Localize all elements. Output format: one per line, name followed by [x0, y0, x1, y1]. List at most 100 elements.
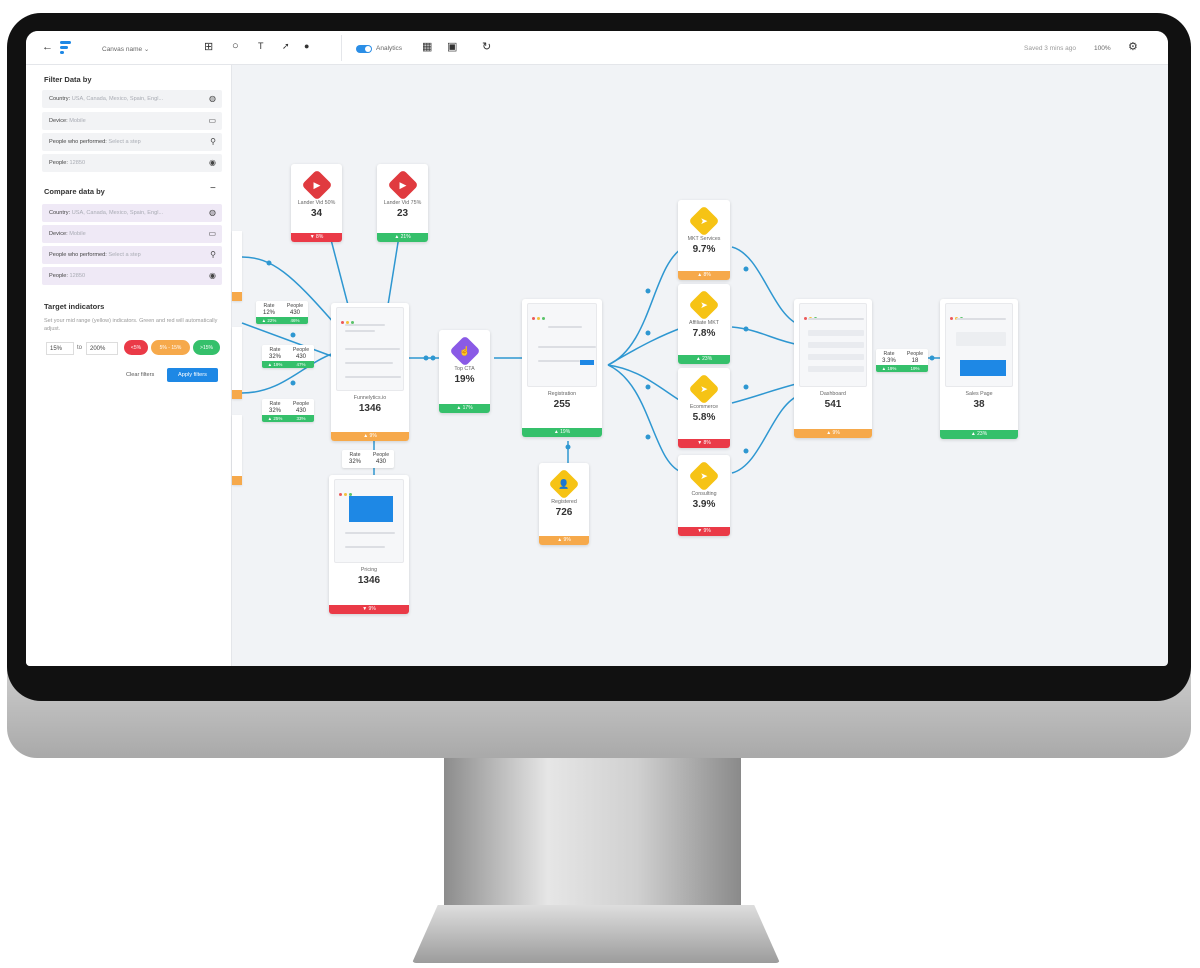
pointer-tool-icon[interactable]: ➚ [282, 41, 290, 51]
compare-device-row[interactable]: Device: Mobile▭ [42, 225, 222, 243]
node-badge: ▼ 8% [291, 233, 342, 242]
apply-filters-button[interactable]: Apply filters [167, 368, 218, 382]
grid-icon[interactable]: ▦ [422, 41, 433, 53]
edge-dot [266, 260, 272, 266]
clear-filters-button[interactable]: Clear filters [126, 372, 155, 378]
node-label: Lander Vid 50% [297, 200, 336, 206]
node-pricing-page[interactable]: Pricing 1346 ▼ 9% [329, 475, 409, 614]
compare-performed-row[interactable]: People who performed: Select a step⚲ [42, 246, 222, 264]
filter-people-row[interactable]: People: 12850◉ [42, 154, 222, 172]
filter-value: USA, Canada, Mexico, Spain, Engl... [71, 96, 164, 102]
compare-people-row[interactable]: People: 12850◉ [42, 267, 222, 285]
node-affiliate-mkt[interactable]: ➤ Affiliate MKT 7.8% ▲ 23% [678, 284, 730, 364]
video-step-icon: ▶ [386, 169, 419, 201]
node-badge: ▲ 17% [439, 404, 490, 413]
filter-country-row[interactable]: Country: USA, Canada, Mexico, Spain, Eng… [42, 90, 222, 108]
edge-dot [430, 355, 436, 361]
edge-dot [645, 330, 651, 336]
edge [731, 326, 801, 346]
refresh-icon[interactable]: ↻ [482, 41, 492, 53]
calendar-icon[interactable]: ▣ [447, 41, 458, 53]
compare-label: Country: [49, 210, 71, 216]
rate-value: 32% [268, 353, 281, 360]
node-sales-page[interactable]: Sales Page 38 ▲ 23% [940, 299, 1018, 439]
node-consulting[interactable]: ➤ Consulting 3.9% ▼ 9% [678, 455, 730, 536]
compare-label: People: [49, 273, 68, 279]
node-value: 19% [454, 374, 475, 385]
people-badge: 19% [902, 365, 928, 372]
edge [607, 364, 685, 474]
node-registered[interactable]: 👤 Registered 726 ▲ 9% [539, 463, 589, 545]
rate-label: Rate [883, 351, 895, 357]
page-thumbnail [336, 307, 404, 391]
node-label: Registered [551, 499, 577, 505]
edge-dot [645, 434, 651, 440]
text-tool-icon[interactable]: T [258, 41, 264, 51]
yellow-indicator-pill[interactable]: 5% - 15% [151, 340, 190, 355]
monitor-stand-neck [444, 758, 741, 920]
node-mkt-services[interactable]: ➤ MKT Services 9.7% ▲ 8% [678, 200, 730, 280]
app-logo-icon [60, 41, 71, 54]
node-lander-vid-50[interactable]: ▶ Lander Vid 50% 34 ▼ 8% [291, 164, 342, 242]
target-to-input[interactable]: 200% [86, 342, 118, 355]
node-value: 34 [310, 208, 323, 219]
filter-device-row[interactable]: Device: Mobile▭ [42, 112, 222, 130]
people-badge: 47% [288, 361, 314, 368]
red-indicator-pill[interactable]: <5% [124, 340, 148, 355]
add-step-icon[interactable]: ⊞ [204, 41, 214, 53]
back-arrow-icon[interactable]: ← [42, 41, 53, 53]
saved-status: Saved 3 mins ago [1024, 45, 1077, 52]
people-value: 430 [375, 458, 386, 465]
edge [731, 382, 801, 404]
node-badge: ▲ 9% [539, 536, 589, 545]
filter-label: People who performed: [49, 139, 107, 145]
people-value: 430 [295, 407, 306, 414]
people-label: People [372, 452, 390, 458]
edge-dot [290, 332, 296, 338]
node-ecommerce[interactable]: ➤ Ecommerce 5.8% ▼ 8% [678, 368, 730, 448]
collapse-minus-icon[interactable]: − [210, 183, 216, 194]
node-dashboard-page[interactable]: Dashboard 541 ▲ 9% [794, 299, 872, 438]
node-value: 23 [396, 208, 409, 219]
node-top-cta[interactable]: ☝ Top CTA 19% ▲ 17% [439, 330, 490, 413]
node-value: 38 [973, 399, 985, 410]
canvas-name-dropdown[interactable]: Canvas name ⌄ [102, 45, 149, 53]
target-from-input[interactable]: 15% [46, 342, 74, 355]
people-label: People [906, 351, 924, 357]
node-label: Funnelytics.io [353, 395, 387, 401]
monitor-stand-base [412, 905, 780, 963]
people-badge: 33% [288, 415, 314, 422]
node-lander-vid-75[interactable]: ▶ Lander Vid 75% 23 ▲ 21% [377, 164, 428, 242]
rate-badge: ▲ 19% [876, 365, 902, 372]
node-registration-page[interactable]: Registration 255 ▲ 19% [522, 299, 602, 437]
node-badge: ▲ 21% [377, 233, 428, 242]
filter-performed-row[interactable]: People who performed: Select a step⚲ [42, 133, 222, 151]
shape-circle-icon[interactable]: ○ [232, 40, 239, 52]
rate-label: Rate [269, 347, 281, 353]
edge [241, 322, 335, 358]
edge-dot [743, 266, 749, 272]
node-funnelytics-page[interactable]: Funnelytics.io 1346 ▲ 9% [331, 303, 409, 441]
people-value: 430 [289, 309, 300, 316]
action-tool-icon[interactable]: ● [304, 41, 310, 51]
user-registered-icon: 👤 [548, 468, 580, 500]
settings-gear-icon[interactable]: ⚙ [1128, 41, 1138, 53]
people-icon: ◉ [209, 158, 216, 167]
green-indicator-pill[interactable]: >15% [193, 340, 220, 355]
funnel-canvas[interactable]: ▶ Lander Vid 50% 34 ▼ 8% ▶ Lander Vid 75… [232, 65, 1168, 666]
edge-dot [645, 384, 651, 390]
target-title: Target indicators [44, 302, 105, 311]
edge [607, 364, 685, 404]
filter-label: Device: [49, 118, 68, 124]
analytics-toggle[interactable] [356, 45, 372, 53]
node-value: 255 [553, 399, 571, 410]
device-icon: ▭ [208, 229, 216, 238]
zoom-level[interactable]: 100% [1094, 45, 1111, 52]
compare-country-row[interactable]: Country: USA, Canada, Mexico, Spain, Eng… [42, 204, 222, 222]
